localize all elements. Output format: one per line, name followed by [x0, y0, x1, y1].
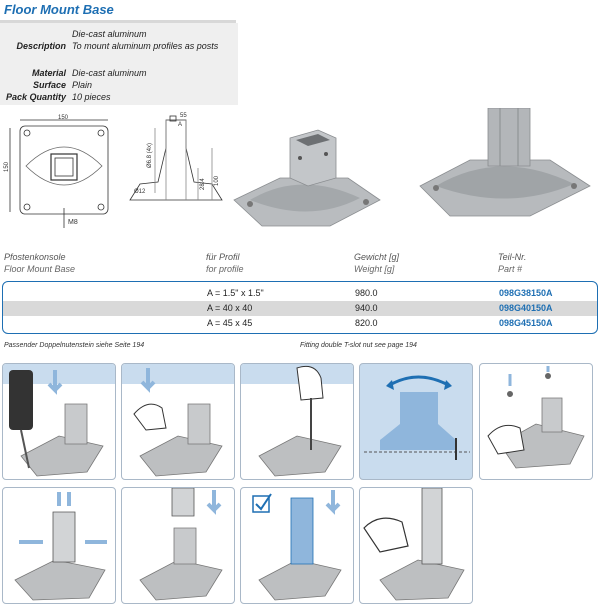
header-part-de: Teil-Nr.	[498, 252, 527, 262]
product-table: A = 1.5" x 1.5" 980.0 098G38150A A = 40 …	[2, 281, 598, 334]
weight-cell: 980.0	[355, 288, 378, 298]
top-view-drawing	[9, 119, 109, 228]
header-weight-en: Weight [g]	[354, 264, 395, 274]
table-row: A = 45 x 45 820.0 098G45150A	[3, 316, 597, 331]
step-8-seat-profile	[240, 487, 354, 604]
header-part: Teil-Nr. Part #	[498, 251, 526, 275]
dim-28-label: 28.4	[200, 178, 206, 190]
part-number-cell: 098G38150A	[499, 288, 553, 298]
spec-value: Plain	[72, 80, 93, 90]
dim-width-label: 150	[58, 115, 69, 121]
step-3-tighten	[240, 363, 354, 480]
product-render-with-profile	[419, 108, 591, 217]
part-number-cell: 098G40150A	[499, 303, 553, 313]
profile-cell: A = 1.5" x 1.5"	[207, 288, 264, 298]
screw-label: M8	[68, 219, 78, 226]
note-en: Fitting double T-slot nut see page 194	[300, 342, 417, 349]
tube-dia-label: Ø6.8 (4x)	[147, 143, 153, 168]
header-profile-en: for profile	[206, 264, 244, 274]
table-row: A = 1.5" x 1.5" 980.0 098G38150A	[3, 286, 597, 301]
weight-cell: 820.0	[355, 318, 378, 328]
spec-label: Surface	[32, 80, 66, 90]
spec-value: To mount aluminum profiles as posts	[72, 41, 219, 51]
header-weight: Gewicht [g] Weight [g]	[354, 251, 399, 275]
spec-label: Material	[31, 68, 66, 78]
header-part-en: Part #	[498, 264, 523, 274]
step-1-drill	[2, 363, 116, 480]
side-view-drawing	[129, 115, 223, 201]
spec-label: Pack Quantity	[5, 92, 66, 102]
part-number-cell: 098G45150A	[499, 318, 553, 328]
spec-value: Die-cast aluminum	[72, 29, 147, 39]
step-9-final-tighten	[359, 487, 473, 604]
dim-height-label: 150	[4, 161, 10, 172]
profile-cell: A = 40 x 40	[207, 303, 253, 313]
header-profile: für Profil for profile	[206, 251, 244, 275]
step-4-level	[359, 363, 473, 480]
header-weight-de: Gewicht [g]	[354, 252, 400, 262]
step-7-insert-profile	[121, 487, 235, 604]
table-row: A = 40 x 40 940.0 098G40150A	[3, 301, 597, 316]
dim-100-label: 100	[214, 175, 220, 186]
step-2-insert-anchor	[121, 363, 235, 480]
step-5-wrench	[479, 363, 593, 480]
spec-value: 10 pieces	[72, 92, 111, 102]
header-product-en: Floor Mount Base	[4, 264, 76, 274]
spec-block: Die-cast aluminum Description To mount a…	[0, 23, 238, 105]
spec-value: Die-cast aluminum	[72, 68, 147, 78]
drawings-area: 150 150 M8 55 A Ø6.8 (4x) 28.4 100 Ø12	[4, 108, 591, 228]
title-underline	[0, 20, 236, 23]
dim-55-label: 55	[180, 113, 187, 119]
product-render-base	[233, 129, 381, 227]
dim-a-label: A	[178, 122, 182, 128]
header-product-de: Pfostenkonsole	[4, 252, 66, 262]
header-profile-de: für Profil	[206, 252, 240, 262]
header-product: Pfostenkonsole Floor Mount Base	[4, 251, 75, 275]
page-title: Floor Mount Base	[4, 2, 114, 17]
step-6-slot-nuts	[2, 487, 116, 604]
weight-cell: 940.0	[355, 303, 378, 313]
profile-cell: A = 45 x 45	[207, 318, 253, 328]
hole-dia-label: Ø12	[134, 189, 146, 195]
note-de: Passender Doppelnutenstein siehe Seite 1…	[4, 342, 145, 349]
spec-label: Description	[16, 41, 66, 51]
